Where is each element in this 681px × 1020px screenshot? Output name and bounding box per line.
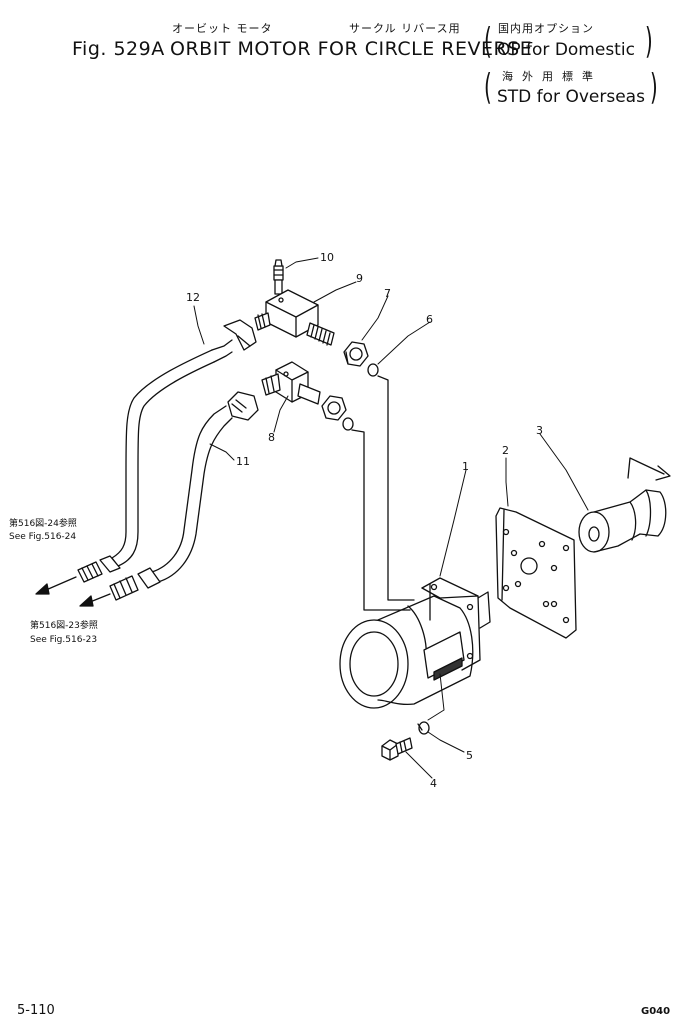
reference-fig-516-23: See Fig.516-23 bbox=[30, 635, 98, 645]
flow-arrow-to-fig-516-23 bbox=[80, 594, 110, 606]
o-ring-lower bbox=[343, 418, 353, 430]
paren-close-domestic: ) bbox=[645, 21, 653, 62]
paren-open-overseas: ( bbox=[484, 67, 492, 108]
drawing-code: G040 bbox=[641, 1006, 671, 1017]
bolt-part-4 bbox=[382, 738, 412, 760]
nut-lower bbox=[322, 396, 346, 420]
flow-arrow-to-fig-516-24 bbox=[36, 577, 76, 594]
hose-part-11 bbox=[110, 392, 258, 600]
overseas-note-japanese: 海外用標準 bbox=[502, 70, 602, 83]
japanese-subtitle: サークル リバース用 bbox=[349, 22, 461, 35]
domestic-note: OP for Domestic bbox=[497, 40, 635, 60]
japanese-part-name: オービット モータ bbox=[172, 22, 273, 35]
domestic-note-japanese: 国内用オプション bbox=[498, 22, 594, 35]
callout-10: 10 bbox=[320, 251, 334, 264]
callout-8: 8 bbox=[268, 431, 275, 444]
swivel-block-part-9 bbox=[255, 290, 334, 345]
callout-1: 1 bbox=[462, 460, 469, 473]
reference-fig-516-24-japanese: 第516図-24参照 bbox=[9, 519, 77, 529]
callout-4: 4 bbox=[430, 777, 437, 790]
callout-3: 3 bbox=[536, 424, 543, 437]
figure-number: Fig. 529A bbox=[72, 38, 165, 60]
callout-5: 5 bbox=[466, 749, 473, 762]
mounting-plate-part-2 bbox=[496, 508, 576, 638]
drive-arrow bbox=[628, 458, 670, 480]
overseas-note: STD for Overseas bbox=[497, 87, 645, 107]
elbow-fitting-part-8 bbox=[262, 362, 320, 404]
orbit-motor-part-1 bbox=[340, 578, 490, 708]
coupling-part-3 bbox=[579, 490, 666, 552]
reference-fig-516-24: See Fig.516-24 bbox=[9, 532, 77, 542]
nut-part-7 bbox=[344, 342, 368, 366]
o-ring-part-6 bbox=[368, 364, 378, 376]
callout-11: 11 bbox=[236, 455, 250, 468]
paren-open-domestic: ( bbox=[484, 21, 492, 62]
page-number: 5-110 bbox=[17, 1003, 55, 1018]
callout-6: 6 bbox=[426, 313, 433, 326]
grease-nipple-part-10 bbox=[274, 260, 283, 294]
hose-part-12 bbox=[78, 320, 256, 582]
callout-9: 9 bbox=[356, 272, 363, 285]
port-line-upper bbox=[378, 376, 414, 600]
port-line-lower bbox=[352, 430, 410, 610]
paren-close-overseas: ) bbox=[650, 67, 658, 108]
washer-part-5 bbox=[418, 722, 429, 734]
figure-title: ORBIT MOTOR FOR CIRCLE REVERSE bbox=[170, 38, 533, 60]
reference-fig-516-23-japanese: 第516図-23参照 bbox=[30, 621, 98, 631]
callout-2: 2 bbox=[502, 444, 509, 457]
callout-leaders bbox=[194, 258, 588, 778]
callout-7: 7 bbox=[384, 287, 391, 300]
callout-12: 12 bbox=[186, 291, 200, 304]
